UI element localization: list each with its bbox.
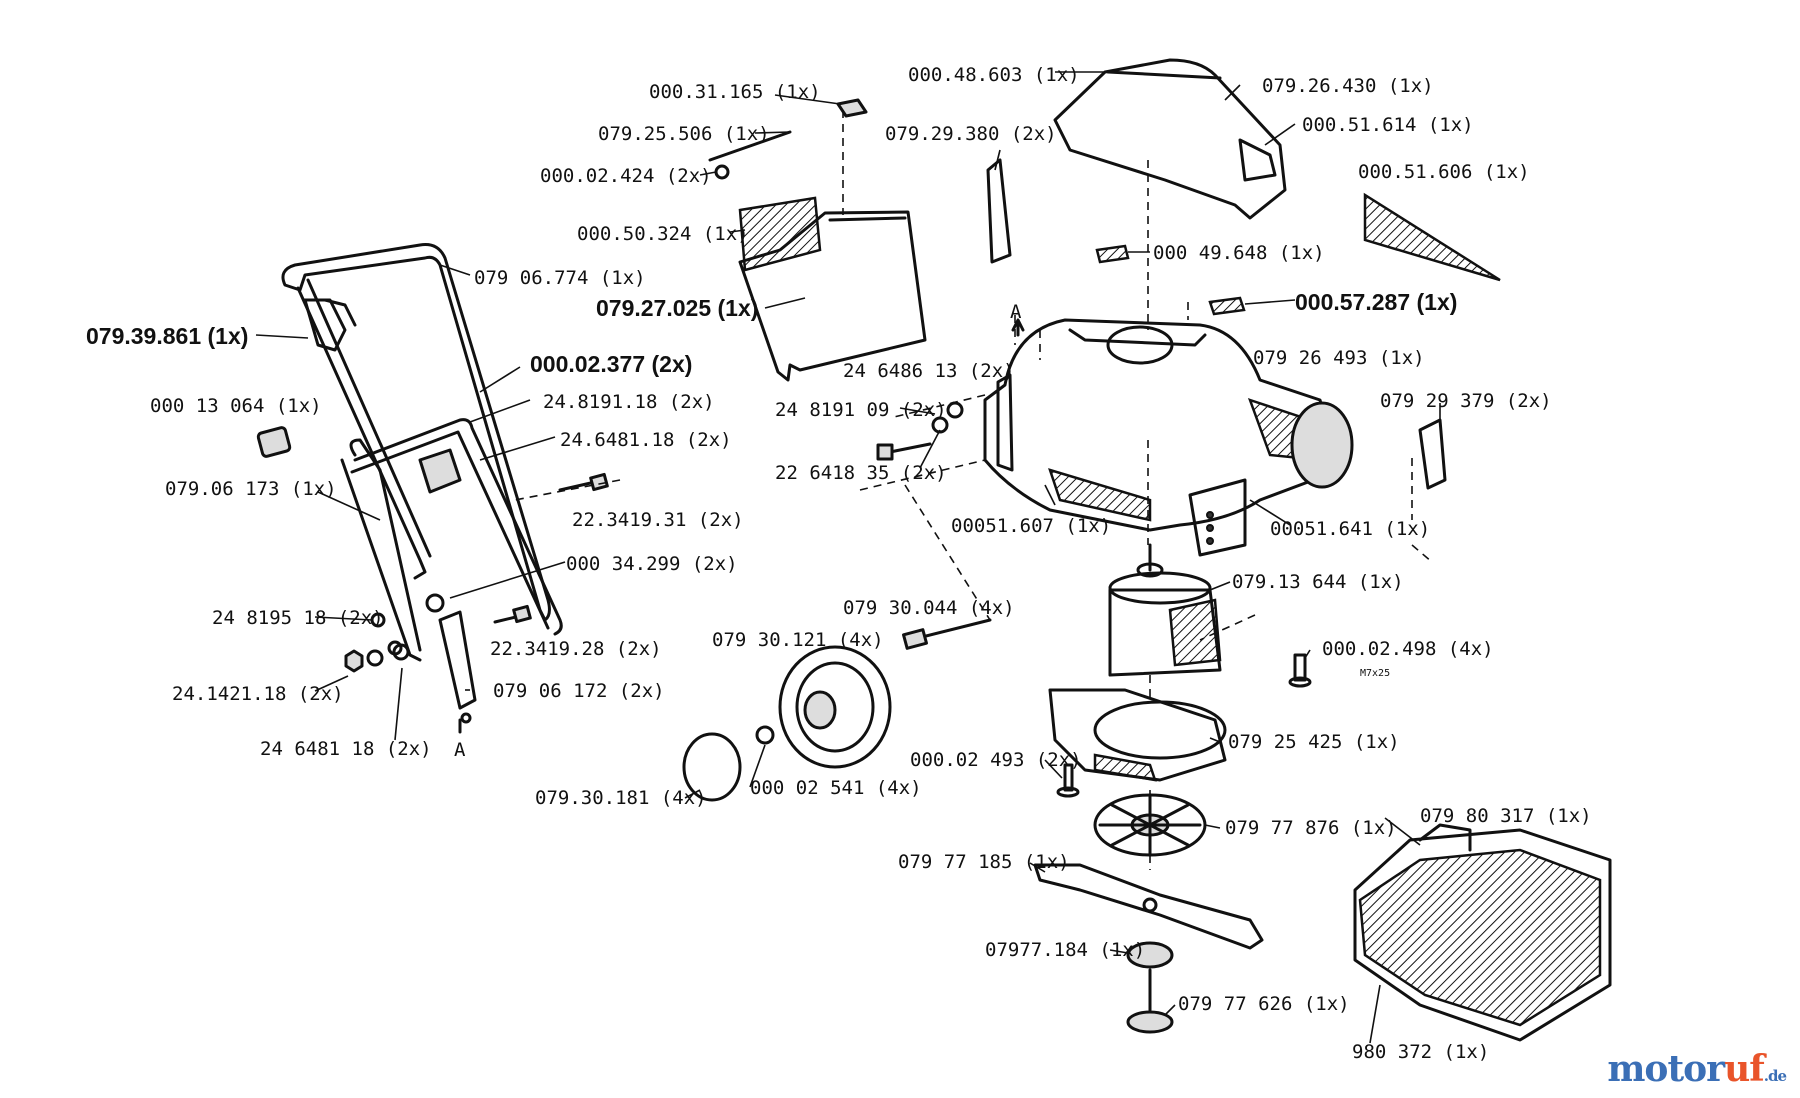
label-22-3419-31: 22.3419.31 (2x) <box>572 509 744 531</box>
label-079-77-185: 079 77 185 (1x) <box>898 851 1070 873</box>
label-079-06-172: 079 06 172 (2x) <box>493 680 665 702</box>
mower-housing <box>983 318 1354 557</box>
label-24-6481-18: 24.6481.18 (2x) <box>560 429 732 451</box>
label-000-02-424: 000.02.424 (2x) <box>540 165 712 187</box>
section-mark-a-top: A <box>1010 301 1022 323</box>
label-22-3419-28: 22.3419.28 (2x) <box>490 638 662 660</box>
part-labels: 000.31.165 (1x) 079.25.506 (1x) 000.02.4… <box>86 64 1592 1063</box>
label-079-29-380: 079.29.380 (2x) <box>885 123 1057 145</box>
watermark-part1: motor <box>1607 1048 1725 1090</box>
label-079-06-173: 079.06 173 (1x) <box>165 478 337 500</box>
assembly-axis-lines <box>514 110 1433 870</box>
label-079-29-379: 079 29 379 (2x) <box>1380 390 1552 412</box>
label-079-25-425: 079 25 425 (1x) <box>1228 731 1400 753</box>
section-marks: A A M7x25 <box>454 301 1390 761</box>
label-000-51-606: 000.51.606 (1x) <box>1358 161 1530 183</box>
label-079-27-025: 079.27.025 (1x) <box>596 295 758 321</box>
cutting-blade <box>1033 863 1264 1034</box>
grass-flap <box>708 98 927 382</box>
label-000-02-493: 000.02 493 (2x) <box>910 749 1082 771</box>
site-watermark: motoruf.de <box>1607 1048 1787 1090</box>
label-079-26-493: 079 26 493 (1x) <box>1253 347 1425 369</box>
label-000-13-064: 000 13 064 (1x) <box>150 395 322 417</box>
wheel-assembly <box>682 618 992 802</box>
label-000-02-377: 000.02.377 (2x) <box>530 351 692 377</box>
label-00051-607: 00051.607 (1x) <box>951 515 1111 537</box>
label-079-25-506: 079.25.506 (1x) <box>598 123 770 145</box>
label-24-8191-09: 24 8191 09 (2x) <box>775 399 947 421</box>
leader-lines <box>255 71 1441 1044</box>
watermark-part3: .de <box>1763 1067 1787 1085</box>
fan-housing <box>1048 688 1227 782</box>
label-24-1421-18: 24.1421.18 (2x) <box>172 683 344 705</box>
label-24-6481-18b: 24 6481 18 (2x) <box>260 738 432 760</box>
label-980-372: 980 372 (1x) <box>1352 1041 1489 1063</box>
label-079-77-876: 079 77 876 (1x) <box>1225 817 1397 839</box>
label-000-31-165: 000.31.165 (1x) <box>649 81 821 103</box>
label-24-6486-13: 24 6486 13 (2x) <box>843 360 1015 382</box>
label-000-49-648: 000 49.648 (1x) <box>1153 242 1325 264</box>
label-24-8191-18: 24.8191.18 (2x) <box>543 391 715 413</box>
top-cover <box>1053 58 1287 220</box>
label-00051-641: 00051.641 (1x) <box>1270 518 1430 540</box>
handle-assembly <box>256 243 563 724</box>
label-079-30-121: 079 30.121 (4x) <box>712 629 884 651</box>
label-000-48-603: 000.48.603 (1x) <box>908 64 1080 86</box>
label-079-39-861: 079.39.861 (1x) <box>86 323 248 349</box>
label-079-80-317: 079 80 317 (1x) <box>1420 805 1592 827</box>
grass-box <box>1353 823 1612 1042</box>
section-mark-a-bottom: A <box>454 739 466 761</box>
label-079-26-430: 079.26.430 (1x) <box>1262 75 1434 97</box>
label-07977-184: 07977.184 (1x) <box>985 939 1145 961</box>
label-079-77-626: 079 77 626 (1x) <box>1178 993 1350 1015</box>
label-000-02-498: 000.02.498 (4x) <box>1322 638 1494 660</box>
label-000-34-299: 000 34.299 (2x) <box>566 553 738 575</box>
watermark-part2: uf <box>1724 1048 1765 1090</box>
fan-impeller <box>1093 793 1207 857</box>
label-000-51-614: 000.51.614 (1x) <box>1302 114 1474 136</box>
side-rails <box>986 158 1501 490</box>
label-000-02-541: 000 02 541 (4x) <box>750 777 922 799</box>
screw-size-note: M7x25 <box>1360 668 1390 679</box>
handle-hardware <box>344 472 609 673</box>
label-079-30-181: 079.30.181 (4x) <box>535 787 707 809</box>
label-079-13-644: 079.13 644 (1x) <box>1232 571 1404 593</box>
label-000-57-287: 000.57.287 (1x) <box>1295 289 1457 315</box>
label-22-6418-35: 22 6418 35 (2x) <box>775 462 947 484</box>
motor <box>1108 543 1222 677</box>
label-079-06-774: 079 06.774 (1x) <box>474 267 646 289</box>
label-24-8195-18: 24 8195 18 (2x) <box>212 607 384 629</box>
label-079-30-044: 079 30.044 (4x) <box>843 597 1015 619</box>
label-000-50-324: 000.50.324 (1x) <box>577 223 749 245</box>
